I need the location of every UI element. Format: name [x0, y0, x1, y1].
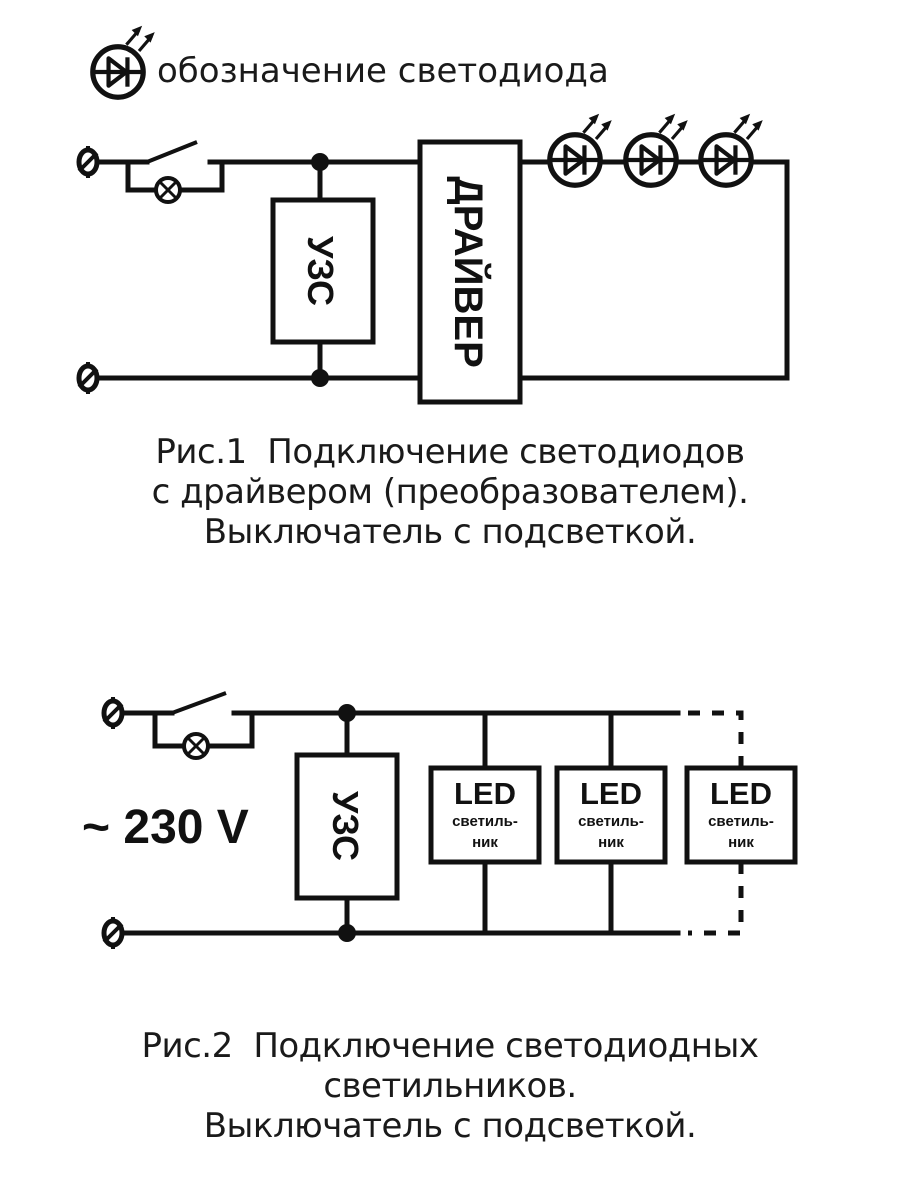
rcd-box-2: [294, 752, 400, 901]
junction-dot: [338, 924, 356, 942]
luminaire-box: [428, 765, 542, 865]
switch-icon: [122, 691, 681, 749]
legend-led-symbol-icon: [93, 26, 155, 97]
switch-icon: [97, 140, 423, 193]
luminaire-sub: ник: [598, 834, 624, 851]
rcd-label-2: УЗС: [325, 791, 366, 861]
led-3-icon: [701, 114, 763, 185]
caption-line: Выключатель с подсветкой.: [203, 1106, 697, 1146]
legend-text: обозначение светодиода: [157, 51, 609, 91]
figure-2-caption: Рис.2 Подключение светодиодных светильни…: [0, 1026, 900, 1146]
luminaire-sub: ник: [472, 834, 498, 851]
figure-1-caption: Рис.1 Подключение светодиодов с драйверо…: [0, 432, 900, 552]
luminaire-sub: светиль-: [452, 813, 518, 830]
driver-box: [417, 139, 523, 405]
caption-line: Рис.1 Подключение светодиодов: [155, 432, 745, 472]
junction-dot: [311, 153, 329, 171]
luminaire-sub: светиль-: [578, 813, 644, 830]
rcd-label-1: УЗС: [300, 236, 341, 306]
caption-line: Рис.2 Подключение светодиодных: [141, 1026, 759, 1066]
terminal-top-icon: [79, 146, 97, 178]
voltage-label: ~ 230 V: [82, 801, 249, 854]
luminaire-title: LED: [454, 776, 516, 811]
led-2-icon: [626, 114, 688, 185]
optional-wire-bottom: [688, 862, 744, 936]
terminal-bottom-icon: [79, 362, 97, 394]
luminaire-title: LED: [580, 776, 642, 811]
luminaire-sub: ник: [728, 834, 754, 851]
caption-line: Выключатель с подсветкой.: [203, 512, 697, 552]
indicator-lamp-icon: [182, 732, 210, 760]
optional-wire-top: [688, 710, 744, 768]
indicator-lamp-icon: [154, 176, 182, 204]
luminaire-box: [554, 765, 668, 865]
terminal-top-icon: [104, 697, 122, 729]
driver-label: ДРАЙВЕР: [446, 176, 492, 368]
luminaire-sub: светиль-: [708, 813, 774, 830]
caption-line: светильников.: [323, 1066, 577, 1106]
luminaire-title: LED: [710, 776, 772, 811]
junction-dot: [311, 369, 329, 387]
led-1-icon: [550, 114, 612, 185]
junction-dot: [338, 704, 356, 722]
figure-2-circuit: ~ 230 V УЗС LED светиль- ник LED светиль…: [82, 691, 798, 949]
terminal-bottom-icon: [104, 917, 122, 949]
caption-line: с драйвером (преобразователем).: [151, 472, 749, 512]
luminaire-box: [684, 765, 798, 865]
rcd-box-1: [270, 197, 376, 345]
figure-1-circuit: УЗС ДРАЙВЕР: [79, 114, 790, 405]
